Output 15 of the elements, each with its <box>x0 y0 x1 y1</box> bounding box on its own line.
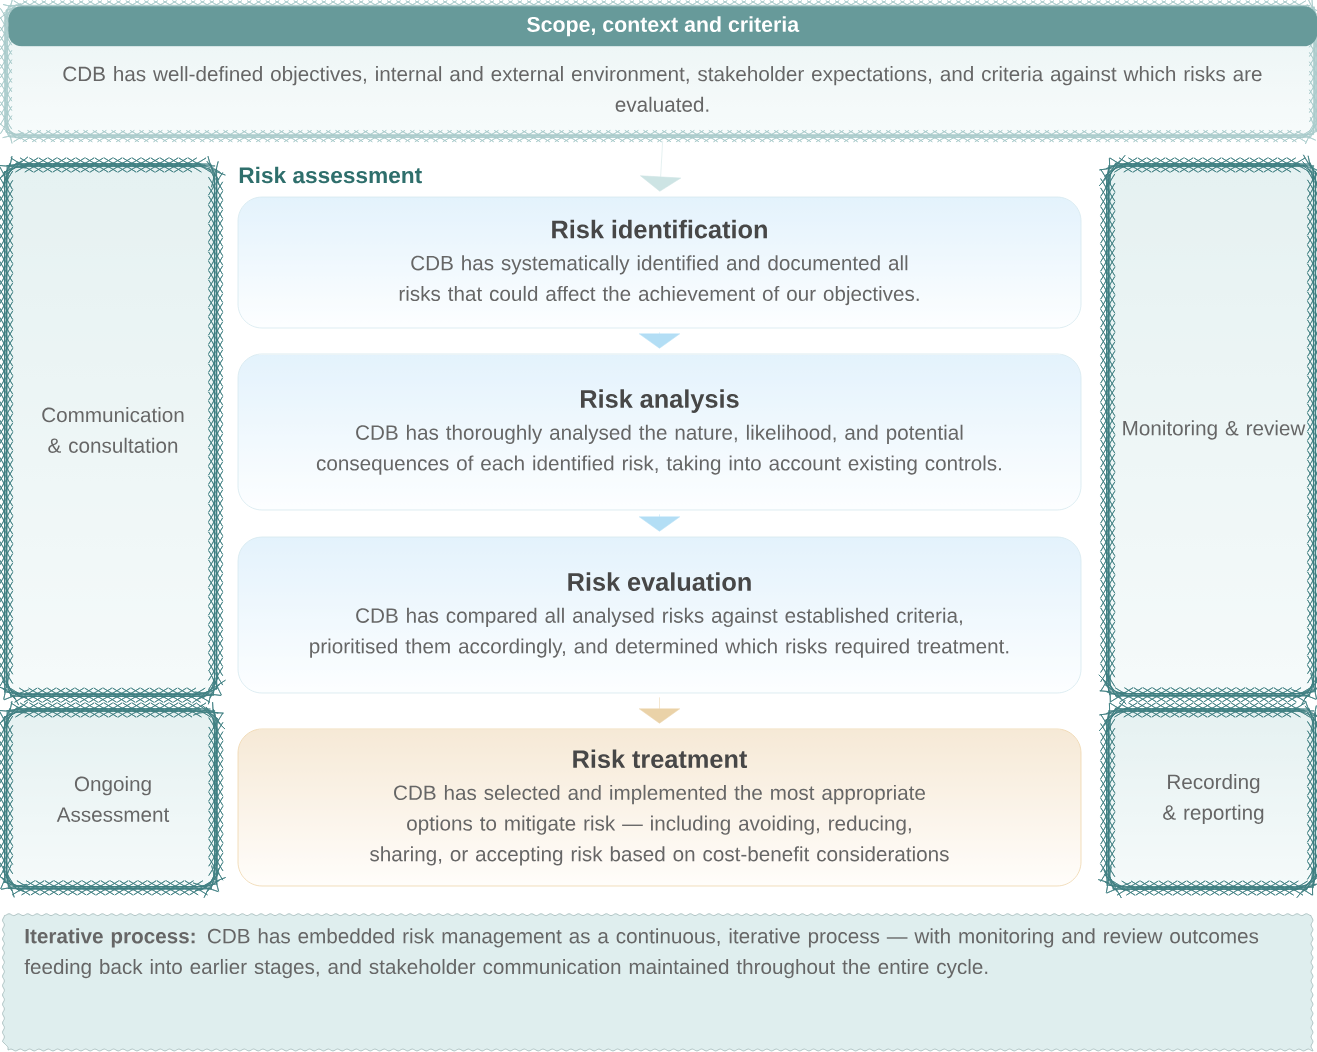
process-box: Risk identification CDB has systematically identified and documented all risks that could affect the achievement of our objectives. <box>237 196 1082 329</box>
note-box: Iterative process: CDB has embedded risk management as a continuous, iterative process — with monitoring and review outcomes feeding back into earlier stages, and stakeholder communication maintained throughout the entire cycle. <box>2 913 1314 1052</box>
section-heading: Risk assessment <box>239 166 422 184</box>
side-box: Monitoring & review <box>1098 154 1317 706</box>
side-box: Communication & consultation <box>0 155 226 706</box>
process-box: Risk treatment CDB has selected and implemented the most appropriate options to mitigate risk — including avoiding, reducing, sharing, or accepting risk based on cost-benefit considerations <box>237 728 1082 887</box>
process-box: Risk evaluation CDB has compared all analysed risks against established criteria, prioritised them accordingly, and determined which risks required treatment. <box>237 536 1082 694</box>
process-box: Risk analysis CDB has thoroughly analysed the nature, likelihood, and potential consequences of each identified risk, taking into account existing controls. <box>237 353 1082 511</box>
scope-box: Scope, context and criteria CDB has well-defined objectives, internal and external environment, stakeholder expectations, and criteria against which risks are evaluated. <box>0 0 1317 145</box>
chevron-arrow <box>639 332 680 349</box>
side-box: Recording & reporting <box>1097 699 1317 899</box>
chevron-arrow <box>640 140 682 192</box>
chevron-arrow <box>639 514 680 532</box>
chevron-arrow <box>639 697 680 724</box>
side-box: Ongoing Assessment <box>0 700 227 899</box>
